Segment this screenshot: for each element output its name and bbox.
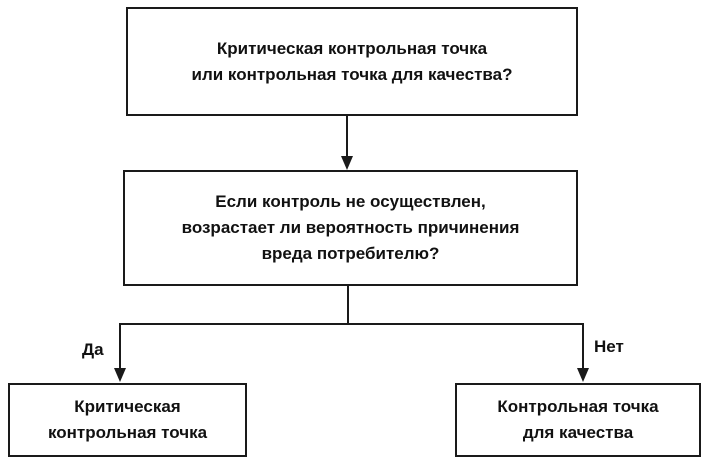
node-question-point-type: Критическая контрольная точка или контро… — [126, 7, 578, 116]
node-result-critical-control-point-line1: Критическая — [74, 397, 181, 416]
node-result-quality-control-point-line1: Контрольная точка — [497, 397, 659, 416]
node-question-harm-risk-line3: вреда потребителю? — [261, 244, 440, 263]
node-question-harm-risk: Если контроль не осуществлен, возрастает… — [123, 170, 578, 286]
arrow-top-to-mid — [341, 116, 353, 170]
branch-label-no: Нет — [594, 337, 624, 356]
branch-label-yes: Да — [82, 340, 104, 359]
node-result-critical-control-point-line2: контрольная точка — [47, 423, 208, 442]
node-question-harm-risk-line1: Если контроль не осуществлен, — [215, 192, 486, 211]
node-question-point-type-line2: или контрольная точка для качества? — [191, 64, 513, 84]
arrow-no-branch — [577, 323, 589, 382]
node-question-point-type-line1: Критическая контрольная точка — [216, 38, 488, 58]
node-result-critical-control-point: Критическая контрольная точка — [8, 383, 247, 457]
arrow-yes-branch — [114, 323, 126, 382]
node-result-quality-control-point: Контрольная точка для качества — [455, 383, 701, 457]
node-result-quality-control-point-line2: для качества — [522, 423, 634, 442]
node-question-harm-risk-line2: возрастает ли вероятность причинения — [181, 218, 520, 237]
branch-connector — [119, 286, 584, 325]
